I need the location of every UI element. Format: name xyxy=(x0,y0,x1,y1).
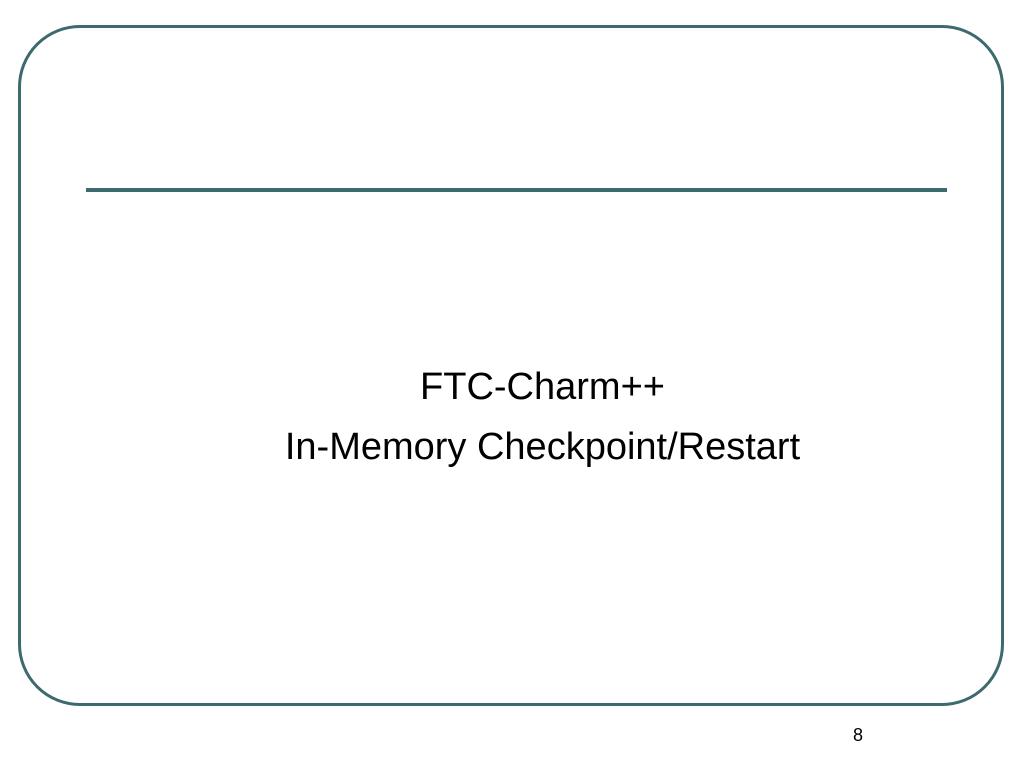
slide-line-2: In-Memory Checkpoint/Restart xyxy=(284,426,801,468)
title-divider xyxy=(86,188,947,192)
slide-line-1: FTC-Charm++ xyxy=(420,366,665,408)
slide-frame xyxy=(18,25,1004,706)
page-number: 8 xyxy=(852,725,863,745)
slide-body: FTC-Charm++ In-Memory Checkpoint/Restart xyxy=(0,357,1024,477)
